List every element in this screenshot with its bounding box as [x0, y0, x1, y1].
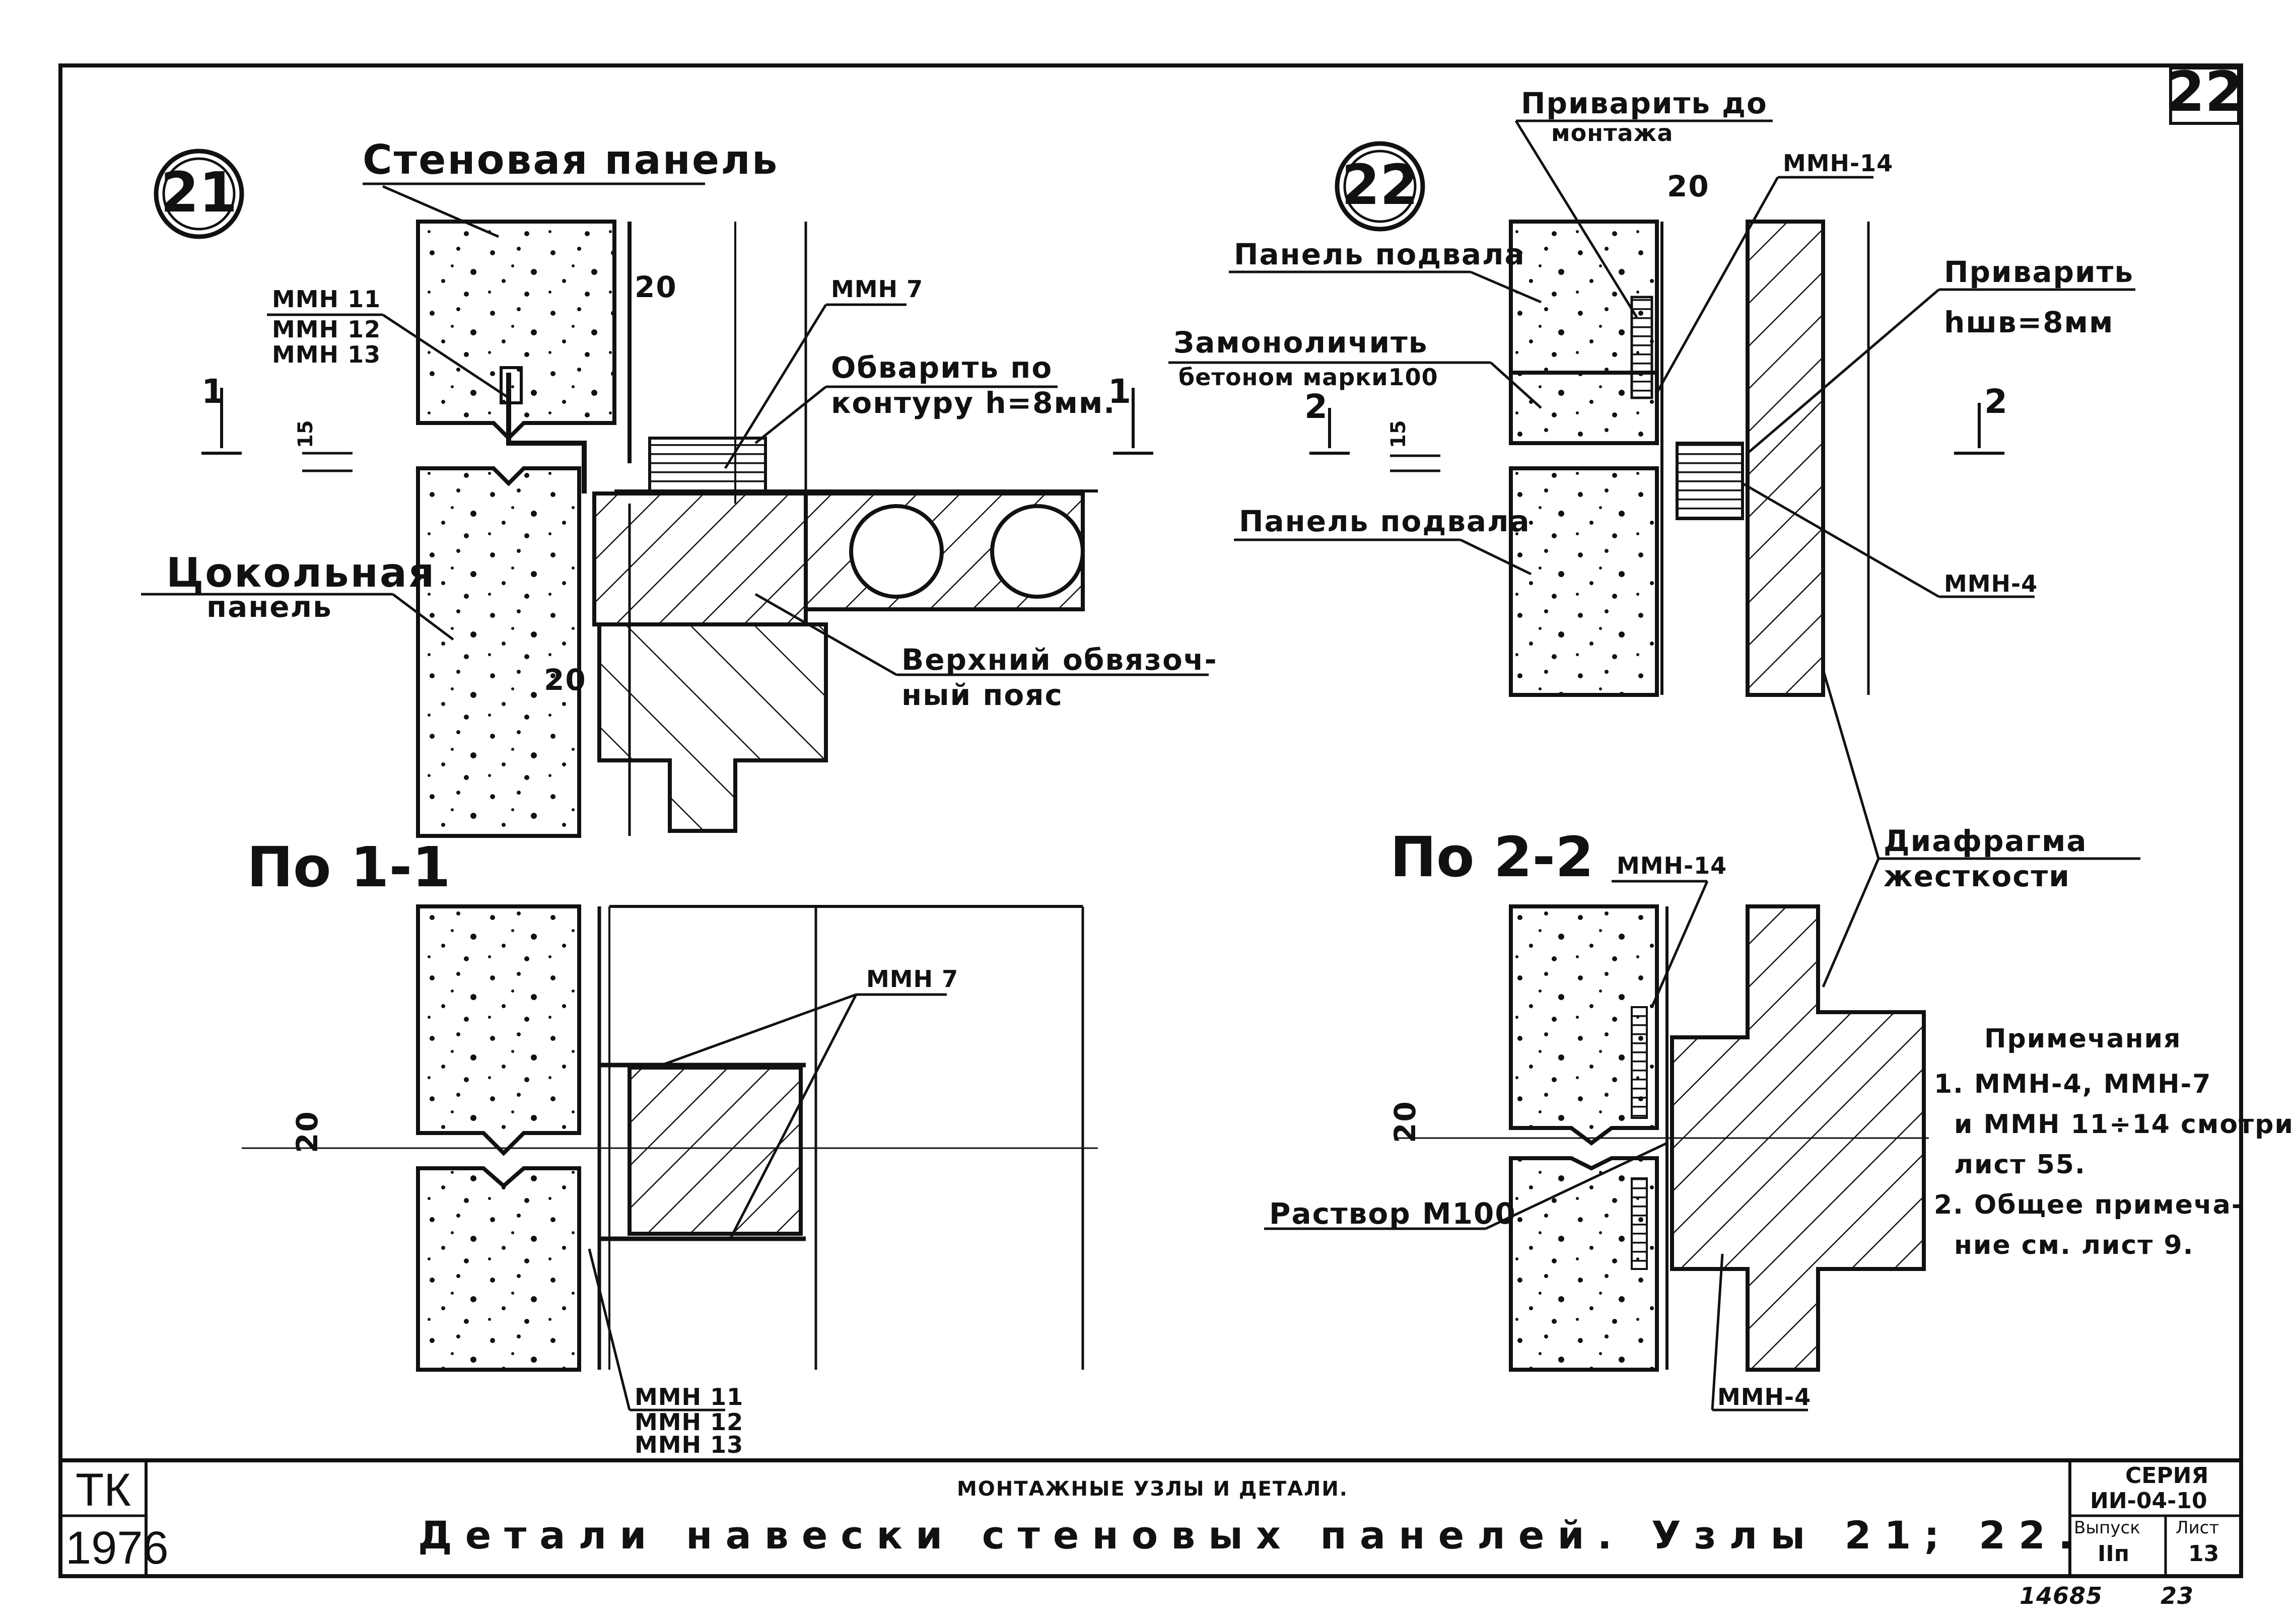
section-1-1-label-mmn-12: ММН 12 — [635, 1408, 743, 1436]
label-plinth-2: панель — [206, 590, 332, 624]
subtitle: МОНТАЖНЫЕ УЗЛЫ И ДЕТАЛИ. — [957, 1477, 1348, 1501]
label-basement-panel-top: Панель подвала — [1234, 237, 1525, 271]
notes-heading: Примечания — [1984, 1024, 2182, 1054]
detail-22-label-mmn14: ММН-14 — [1783, 150, 1893, 177]
dim-20-top: 20 — [635, 270, 677, 304]
label-weld-before-2: монтажа — [1551, 119, 1674, 147]
series-label: СЕРИЯ — [2125, 1463, 2208, 1489]
footnote-left: 14685 — [2020, 1582, 2103, 1609]
sheet-title: Детали навески стеновых панелей. Узлы 21… — [418, 1513, 2086, 1558]
section-1-1-label-mmn7: ММН 7 — [866, 965, 958, 993]
label-basement-panel-bottom: Панель подвала — [1239, 504, 1530, 538]
detail-22-section-mark-left: 2 — [1304, 387, 1328, 426]
label-concrete-1: Замоноличить — [1173, 325, 1428, 360]
series-value: ИИ-04-10 — [2090, 1488, 2207, 1514]
notes-line-1: 1. ММН-4, ММН-7 — [1934, 1069, 2211, 1099]
section-1-1-caption: По 1-1 — [247, 835, 451, 899]
label-plinth-1: Цокольная — [166, 549, 436, 596]
label-mmn-12: ММН 12 — [272, 316, 381, 343]
notes-line-2: и ММН 11÷14 смотри — [1954, 1109, 2294, 1140]
detail-22-label-mmn4: ММН-4 — [1944, 570, 2038, 597]
detail-22-dim-20: 20 — [1667, 169, 1710, 203]
node-22-circle — [1335, 141, 1425, 232]
section-1-1-drawing — [242, 904, 1098, 1372]
node-22-number: 22 — [1341, 153, 1418, 217]
section-2-2-drawing — [1395, 904, 1929, 1372]
label-belt-1: Верхний обвязоч- — [901, 643, 1218, 677]
node-21-circle — [154, 149, 244, 239]
label-mmn-13: ММН 13 — [272, 341, 381, 368]
sheet-frame — [58, 63, 2243, 1578]
issue-value: IIп — [2098, 1541, 2129, 1567]
detail-22 — [1509, 220, 1870, 697]
section-1-1-dim-20: 20 — [290, 1110, 324, 1153]
sheet-number: 22 — [2166, 59, 2243, 124]
notes-line-5: ние см. лист 9. — [1954, 1230, 2194, 1260]
label-wall-panel: Стеновая панель — [363, 136, 779, 183]
dim-20-mid: 20 — [544, 663, 587, 697]
dim-15: 15 — [294, 420, 317, 448]
label-mortar: Раствор М100 — [1269, 1196, 1516, 1231]
label-weld-contour-1: Обварить по — [831, 350, 1053, 385]
label-weld-before-1: Приварить до — [1521, 86, 1768, 120]
year: 1976 — [65, 1522, 169, 1574]
sheet-value: 13 — [2188, 1541, 2219, 1567]
org-code: ТК — [76, 1464, 131, 1516]
label-concrete-2: бетоном марки100 — [1178, 364, 1438, 391]
sheet-label: Лист — [2176, 1518, 2219, 1538]
detail-22-dim-15: 15 — [1387, 420, 1410, 448]
label-weld-hsh-2: hшв=8мм — [1944, 305, 2114, 339]
section-2-2-caption: По 2-2 — [1390, 825, 1594, 889]
footnote-right: 23 — [2161, 1582, 2194, 1609]
label-weld-hsh-1: Приварить — [1944, 255, 2134, 289]
label-mmn7: ММН 7 — [831, 275, 923, 303]
label-belt-2: ный пояс — [901, 678, 1063, 712]
issue-label: Выпуск — [2074, 1518, 2140, 1538]
notes-line-4: 2. Общее примеча- — [1934, 1190, 2243, 1220]
detail-22-section-mark-right: 2 — [1984, 382, 2007, 421]
section-2-2-dim-20: 20 — [1388, 1100, 1422, 1143]
label-weld-contour-2: контуру h=8мм. — [831, 386, 1116, 420]
section-2-2-label-mmn14: ММН-14 — [1617, 852, 1727, 879]
label-diaphragm-1: Диафрагма — [1884, 824, 2088, 858]
label-diaphragm-2: жесткости — [1884, 859, 2070, 893]
node-21-number: 21 — [160, 160, 237, 225]
label-mmn-11: ММН 11 — [272, 286, 381, 313]
notes-line-3: лист 55. — [1954, 1150, 2086, 1180]
section-1-1-label-mmn-13: ММН 13 — [635, 1431, 743, 1458]
section-1-1-label-mmn-11: ММН 11 — [635, 1383, 743, 1410]
section-mark-1-right: 1 — [1108, 372, 1131, 411]
section-2-2-label-mmn4: ММН-4 — [1717, 1383, 1811, 1410]
detail-21 — [416, 220, 1098, 838]
